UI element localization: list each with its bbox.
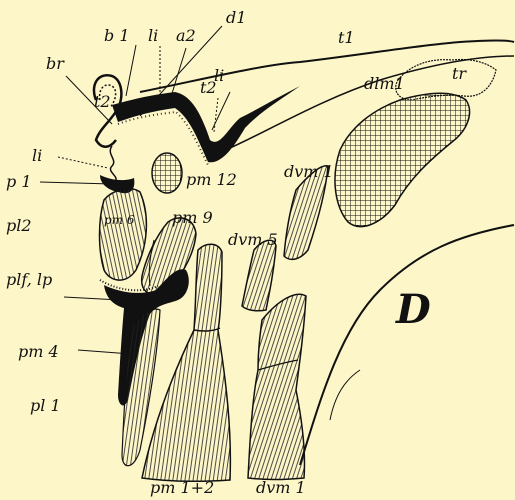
label-li-top: li: [148, 28, 158, 44]
pm6-muscle: [100, 189, 147, 280]
label-D: D: [396, 290, 431, 330]
label-pl2: pl2: [6, 218, 32, 234]
label-br: br: [46, 56, 64, 72]
pm12-muscle: [152, 153, 182, 193]
label-dlm1: dlm1: [364, 76, 405, 92]
label-t1: t1: [338, 30, 355, 46]
label-dvm5: dvm 5: [228, 232, 278, 248]
br-sclerite: [94, 75, 121, 147]
label-b1: b 1: [104, 28, 130, 44]
label-dvm1-bottom: dvm 1: [256, 480, 306, 496]
label-tr: tr: [452, 66, 466, 82]
label-pm6: pm 6: [104, 214, 135, 226]
label-t2-left: t2: [94, 94, 111, 110]
label-plf-lp: plf, lp: [6, 272, 52, 288]
label-dvm1-top: dvm 1: [284, 164, 334, 180]
dvm5-muscle: [242, 240, 276, 311]
cavity-outline-small: [330, 370, 360, 420]
label-p1: p 1: [6, 174, 32, 190]
label-pm4: pm 4: [18, 344, 59, 360]
label-d1: d1: [226, 10, 246, 26]
label-pm9: pm 9: [172, 210, 213, 226]
label-pm12: pm 12: [186, 172, 237, 188]
left-margin: [110, 146, 116, 182]
dvm1-bottom-muscle: [248, 294, 306, 479]
label-pl1: pl 1: [30, 398, 61, 414]
label-a2: a2: [176, 28, 196, 44]
sclerite-band: [112, 86, 300, 162]
label-pm1-2: pm 1+2: [150, 480, 214, 496]
dlm1-muscle: [335, 93, 470, 226]
cavity-outline: [300, 225, 514, 465]
label-li-mid: li: [214, 68, 224, 84]
label-li-left: li: [32, 148, 42, 164]
